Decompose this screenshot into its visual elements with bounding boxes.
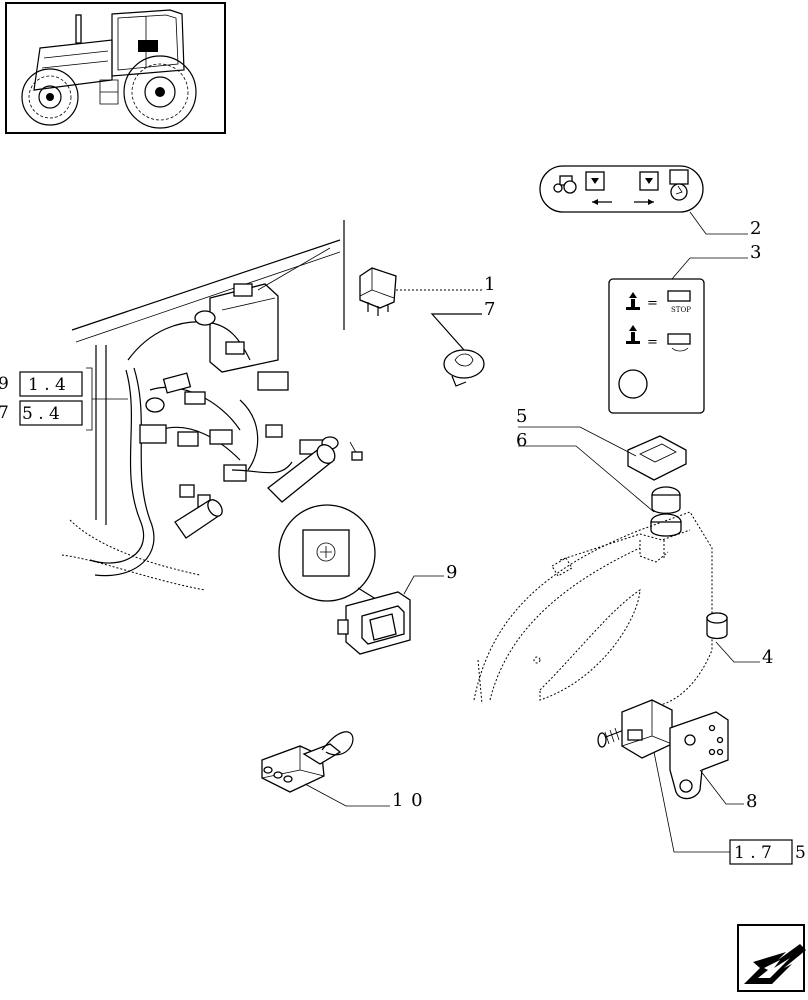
decal-equals-2: = [647, 335, 658, 350]
connector-part [261, 731, 354, 793]
callout-2: 2 [750, 218, 762, 239]
callout-10: 1 0 [392, 790, 424, 811]
decal-stop-text: STOP [671, 306, 691, 314]
rocker-switch-part [337, 591, 411, 655]
harness-assembly [61, 220, 363, 591]
ref-box-3-text: 1 . 7 [734, 843, 772, 863]
fastener-part [443, 349, 485, 387]
ref-prefix-7: 7 [0, 403, 9, 423]
ref-box-1: 9 1 . 4 [0, 371, 83, 397]
callout-8: 8 [746, 791, 758, 812]
next-page-arrow-icon[interactable] [737, 924, 806, 992]
instruction-decal: = STOP = [608, 278, 705, 414]
ref-box-1-text: 1 . 4 [28, 375, 66, 395]
bushing-part [706, 612, 728, 640]
callout-4: 4 [762, 647, 774, 668]
relay-part [359, 267, 397, 316]
callout-6: 6 [516, 430, 528, 451]
ref-suffix-5: 5 [795, 843, 806, 863]
knob-part [650, 486, 682, 537]
switch-housing-part [627, 435, 687, 481]
ref-box-2: 7 5 . 4 [0, 400, 83, 426]
symbol-decal [539, 165, 704, 213]
sensor-bracket-part [597, 699, 729, 800]
callout-5: 5 [516, 406, 528, 427]
ref-prefix-9: 9 [0, 374, 9, 394]
callout-3: 3 [750, 242, 762, 263]
ref-box-3: 1 . 7 5 [729, 839, 806, 865]
tractor-thumbnail-icon[interactable] [5, 2, 226, 134]
callout-9: 9 [446, 562, 458, 583]
decal-equals-1: = [647, 296, 658, 311]
console-panel [473, 511, 713, 706]
callout-1: 1 [484, 274, 496, 295]
magnifier-detail [278, 504, 376, 602]
ref-box-2-text: 5 . 4 [22, 404, 60, 424]
callout-7: 7 [484, 299, 496, 320]
